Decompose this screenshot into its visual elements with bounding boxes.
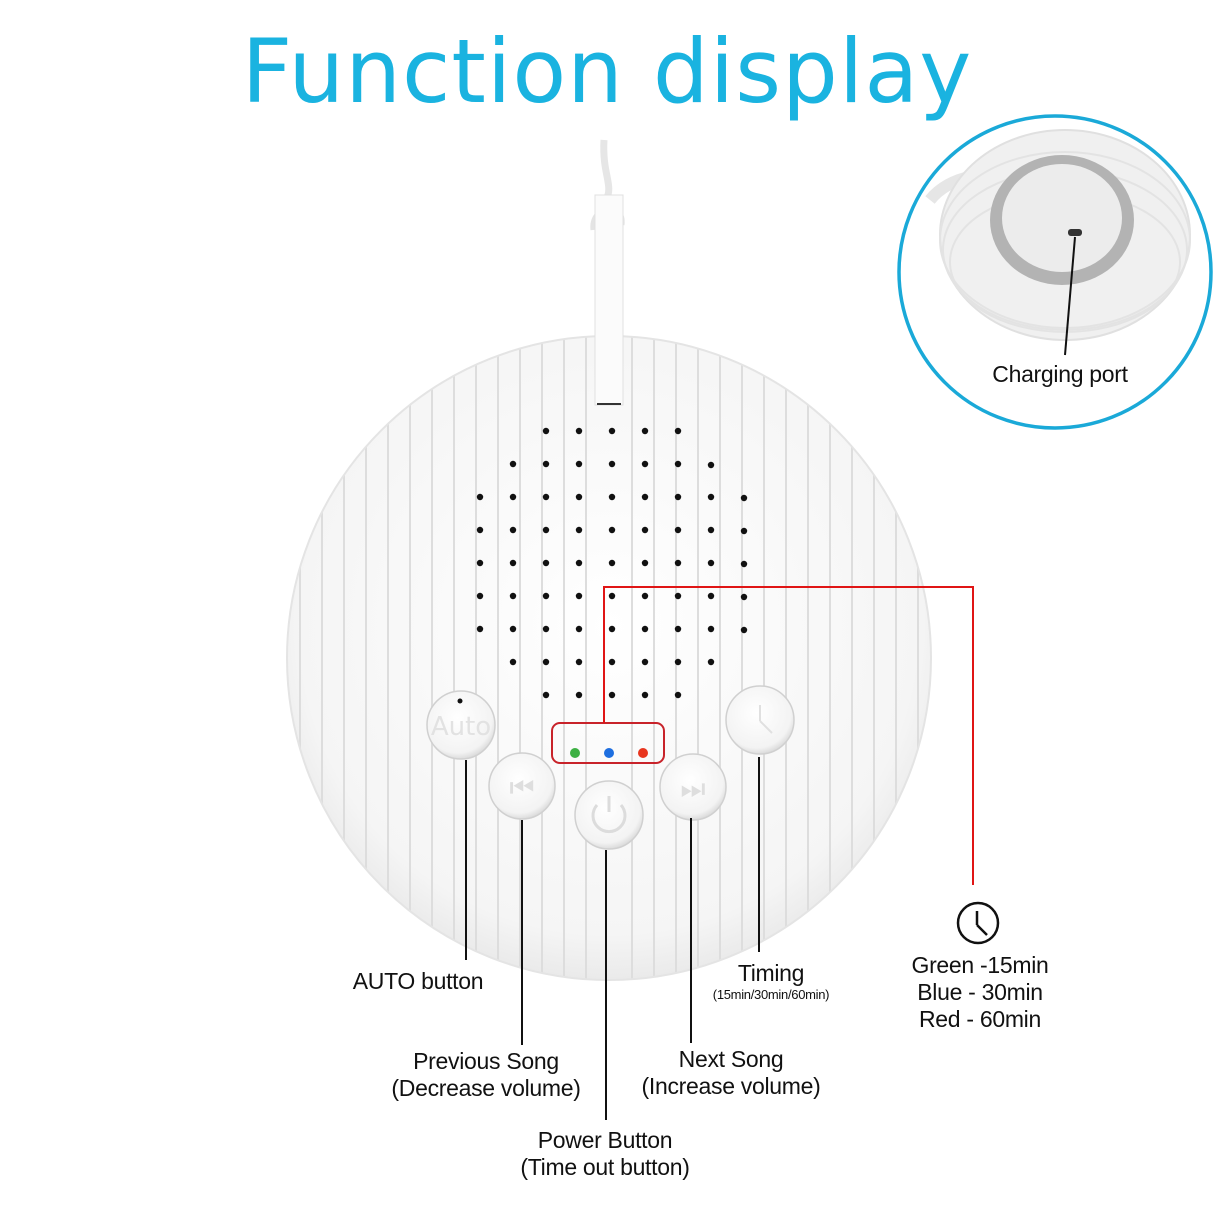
device-body <box>286 335 932 981</box>
timer-legend: Green -15min Blue - 30min Red - 60min <box>911 952 1049 1032</box>
speaker-grill <box>476 427 748 699</box>
auto-leader-line <box>465 760 467 960</box>
power-button[interactable] <box>574 780 644 850</box>
auto-text-icon: Auto <box>431 712 491 742</box>
led-green <box>570 748 580 758</box>
next-track-icon: ⏭ <box>680 772 705 805</box>
timer-clock-icon <box>956 901 1000 945</box>
previous-leader-line <box>521 820 523 1045</box>
timing-button[interactable] <box>725 685 795 755</box>
previous-song-button[interactable]: ⏮ <box>488 752 556 820</box>
power-button-label: Power Button (Time out button) <box>520 1127 690 1180</box>
charging-port-label: Charging port <box>992 361 1128 387</box>
next-song-button[interactable]: ⏭ <box>659 753 727 821</box>
lanyard-tab <box>594 194 624 406</box>
power-icon <box>591 804 627 834</box>
usb-port-icon <box>1068 229 1082 236</box>
charging-port-inset <box>897 114 1213 430</box>
auto-button[interactable]: Auto <box>426 690 496 760</box>
page-title: Function display <box>241 20 973 123</box>
next-song-label: Next Song (Increase volume) <box>641 1046 821 1099</box>
previous-song-label: Previous Song (Decrease volume) <box>391 1048 581 1101</box>
led-blue <box>604 748 614 758</box>
timing-leader-line <box>758 757 760 952</box>
power-leader-line <box>605 850 607 1120</box>
led-callout-line <box>603 586 974 885</box>
led-red <box>638 748 648 758</box>
led-callout-box <box>551 722 665 764</box>
timing-label: Timing (15min/30min/60min) <box>712 960 830 1002</box>
next-leader-line <box>690 818 692 1043</box>
previous-track-icon: ⏮ <box>509 771 534 804</box>
auto-button-label: AUTO button <box>352 968 484 994</box>
